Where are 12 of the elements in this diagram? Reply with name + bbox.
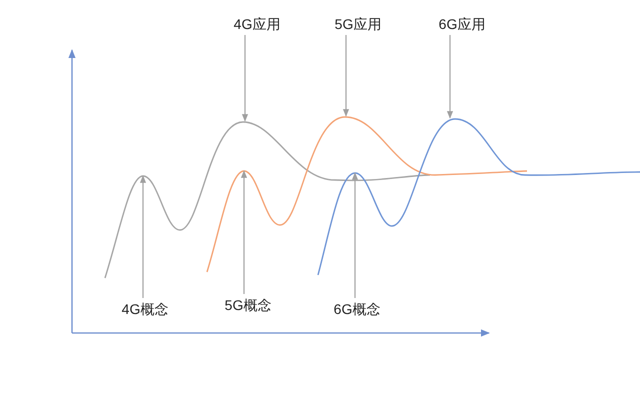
leader-arrow [140,175,146,298]
leader-arrow [342,35,350,117]
stage-label: 5G应用 [334,16,382,32]
leader-arrow [352,172,358,298]
leader-arrow [240,170,248,294]
stage-label: 5G概念 [224,297,272,313]
leader-arrow [446,35,454,119]
stage-label: 4G应用 [234,16,280,32]
stage-label: 6G概念 [334,301,380,317]
leader-arrow [242,35,248,122]
stage-label: 6G应用 [438,16,486,32]
stage-label: 4G概念 [122,301,168,317]
